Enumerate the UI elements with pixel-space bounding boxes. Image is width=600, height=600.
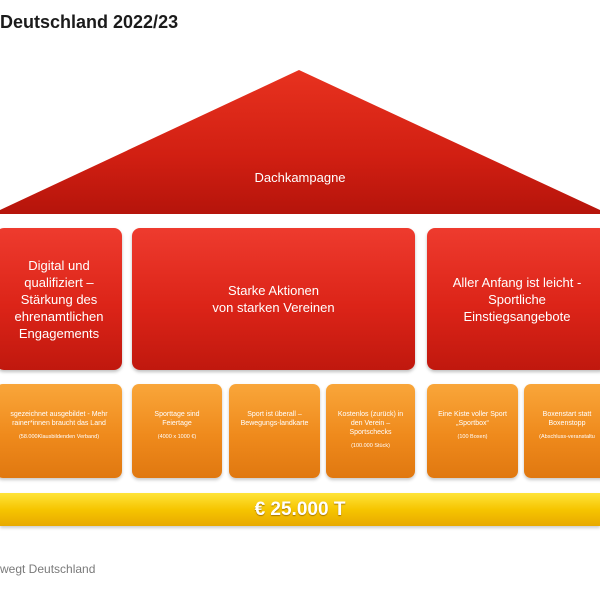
- block-sportbox-detail: (100 Boxen): [457, 434, 488, 440]
- block-sportbox: Eine Kiste voller Sport „Sportbox“ (100 …: [427, 384, 518, 478]
- block-ausgebildet-detail: (58.000Klausbildenden Verband): [18, 434, 100, 440]
- budget-label: € 25.000 T: [254, 498, 346, 520]
- pillar-digital-label: Digital und qualifiziert – Stärkung des …: [14, 257, 104, 341]
- block-boxenstart: Boxenstart statt Boxenstopp (Abschluss-v…: [524, 384, 600, 478]
- pillar-anfang-label: Aller Anfang ist leicht - Sportliche Ein…: [452, 274, 582, 324]
- pillar-anfang: Aller Anfang ist leicht - Sportliche Ein…: [427, 228, 600, 370]
- block-ausgebildet: sgezeichnet ausgebildet - Mehr rainer*in…: [0, 384, 122, 478]
- pillar-aktionen: Starke Aktionen von starken Vereinen: [132, 228, 415, 370]
- roof-triangle: [0, 70, 600, 214]
- pillar-digital: Digital und qualifiziert – Stärkung des …: [0, 228, 122, 370]
- block-sporttage-detail: (4000 x 1000 €): [157, 434, 197, 440]
- footer-text: wegt Deutschland: [0, 562, 96, 576]
- block-landkarte-title: Sport ist überall – Bewegungs-landkarte: [240, 411, 309, 427]
- block-sportschecks-detail: (100.000 Stück): [351, 443, 390, 449]
- block-sporttage: Sporttage sind Feiertage (4000 x 1000 €): [132, 384, 222, 478]
- block-boxenstart-title: Boxenstart statt Boxenstopp: [542, 411, 592, 427]
- block-sportschecks-title: Kostenlos (zurück) in den Verein – Sport…: [337, 411, 404, 436]
- pillar-aktionen-label: Starke Aktionen von starken Vereinen: [212, 283, 335, 315]
- block-ausgebildet-title: sgezeichnet ausgebildet - Mehr rainer*in…: [10, 411, 108, 427]
- block-sportschecks: Kostenlos (zurück) in den Verein – Sport…: [326, 384, 415, 478]
- block-landkarte: Sport ist überall – Bewegungs-landkarte: [229, 384, 320, 478]
- block-sportbox-title: Eine Kiste voller Sport „Sportbox“: [438, 411, 507, 427]
- roof-label: Dachkampagne: [254, 170, 346, 185]
- block-sporttage-title: Sporttage sind Feiertage: [154, 411, 200, 427]
- block-boxenstart-detail: (Abschluss-veranstaltu: [539, 434, 595, 440]
- budget-base: € 25.000 T: [0, 493, 600, 526]
- page-title: Deutschland 2022/23: [0, 12, 179, 32]
